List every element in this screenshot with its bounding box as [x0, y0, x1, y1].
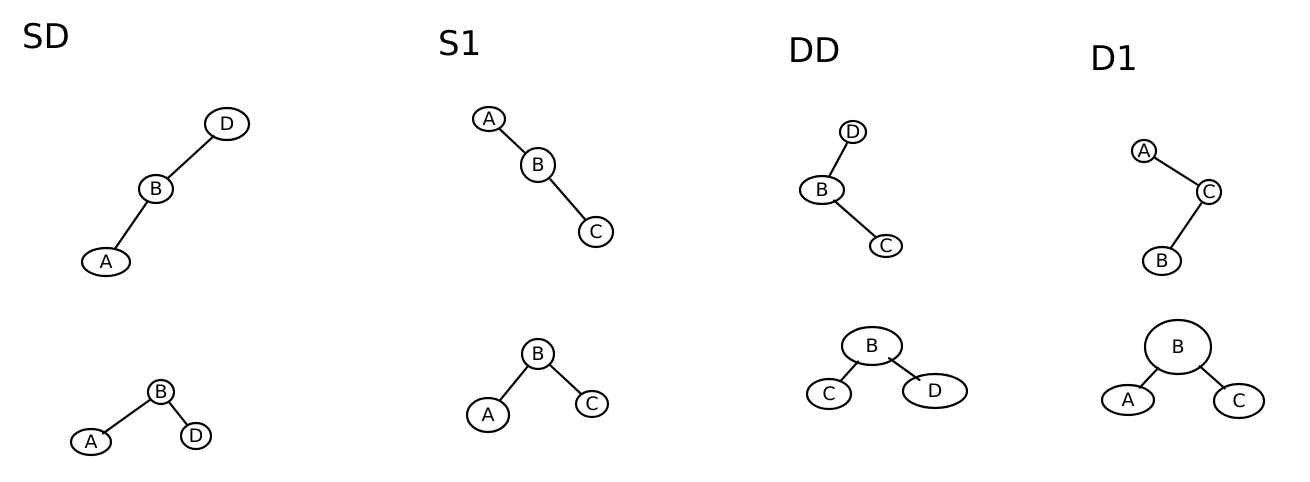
node-label: A [482, 404, 495, 426]
tree-edge [839, 360, 860, 383]
tree-node: C [574, 389, 610, 419]
node-circle [69, 427, 113, 457]
node-circle [146, 378, 176, 406]
node-label: B [531, 343, 544, 365]
tree-node: B [137, 173, 175, 205]
node-label: D [189, 425, 204, 447]
node-circle [137, 173, 175, 205]
tree-node: D [203, 106, 251, 142]
tree-node: B [798, 174, 846, 206]
tree-node: B [146, 378, 176, 406]
tree-edges [102, 127, 1226, 435]
node-circle [1212, 382, 1266, 420]
node-label: C [822, 383, 835, 405]
node-circle [1130, 138, 1158, 164]
node-label: B [149, 178, 162, 200]
node-circle [519, 146, 557, 184]
tree-edge [887, 357, 921, 382]
node-circle [805, 377, 853, 411]
node-label: C [1202, 181, 1215, 203]
node-circle [465, 396, 511, 434]
tree-edge [102, 399, 151, 435]
tree-edge [498, 127, 526, 154]
tree-edge [1153, 156, 1199, 186]
node-circle [1195, 178, 1223, 206]
node-label: B [531, 154, 544, 176]
tree-node: B [519, 146, 557, 184]
node-circle [901, 372, 969, 410]
tree-node: C [868, 233, 904, 259]
panel-title: D1 [1090, 39, 1138, 79]
tree-node: A [80, 246, 132, 278]
tree-node: D [901, 372, 969, 410]
tree-node: A [1100, 383, 1156, 417]
node-circle [80, 246, 132, 278]
tree-node: C [805, 377, 853, 411]
tree-edge [166, 135, 215, 180]
node-label: C [879, 235, 892, 257]
node-label: D [846, 121, 861, 143]
node-circle [577, 215, 615, 249]
panel-title: SD [22, 17, 70, 57]
tree-node: A [69, 427, 113, 457]
tree-edge [1169, 202, 1203, 249]
tree-edge [549, 364, 583, 395]
node-label: D [220, 113, 235, 135]
node-label: A [1122, 389, 1135, 411]
tree-edge [1198, 365, 1226, 390]
tree-edge [498, 366, 529, 402]
node-circle [574, 389, 610, 419]
tree-node: C [1212, 382, 1266, 420]
panel-title: DD [788, 31, 840, 71]
node-circle [1141, 245, 1183, 277]
tree-edge [828, 142, 849, 177]
node-circle [1143, 318, 1213, 376]
node-label: B [154, 381, 167, 403]
node-label: A [1138, 140, 1151, 162]
tree-edge [1138, 367, 1160, 389]
node-circle [179, 421, 213, 451]
tree-node: C [577, 215, 615, 249]
node-circle [840, 325, 904, 367]
node-circle [520, 337, 556, 371]
tree-node: A [1130, 138, 1158, 164]
node-circle [203, 106, 251, 142]
node-label: B [815, 179, 828, 201]
tree-edge [168, 401, 188, 426]
node-circle [798, 174, 846, 206]
tree-node: A [465, 396, 511, 434]
tree-node: B [840, 325, 904, 367]
tree-node: D [179, 421, 213, 451]
node-label: B [865, 335, 878, 357]
tree-node: C [1195, 178, 1223, 206]
node-label: C [1232, 390, 1245, 412]
node-circle [868, 233, 904, 259]
tree-node: A [471, 105, 507, 133]
node-circle [838, 119, 868, 145]
node-label: A [100, 251, 113, 273]
tree-edge [832, 199, 878, 239]
panel-titles: SD S1 DD D1 [22, 17, 1138, 79]
tree-edge [549, 178, 587, 221]
panel-title: S1 [438, 24, 481, 64]
node-label: A [85, 431, 98, 453]
node-label: D [928, 380, 943, 402]
tree-node: D [838, 119, 868, 145]
tree-node: B [1141, 245, 1183, 277]
node-label: C [585, 393, 598, 415]
tree-node: B [1143, 318, 1213, 376]
node-circle [471, 105, 507, 133]
node-label: A [483, 108, 496, 130]
tree-node: B [520, 337, 556, 371]
node-label: B [1171, 336, 1184, 358]
node-circle [1100, 383, 1156, 417]
node-label: B [1155, 250, 1168, 272]
node-label: C [589, 221, 602, 243]
tree-edge [113, 201, 149, 250]
